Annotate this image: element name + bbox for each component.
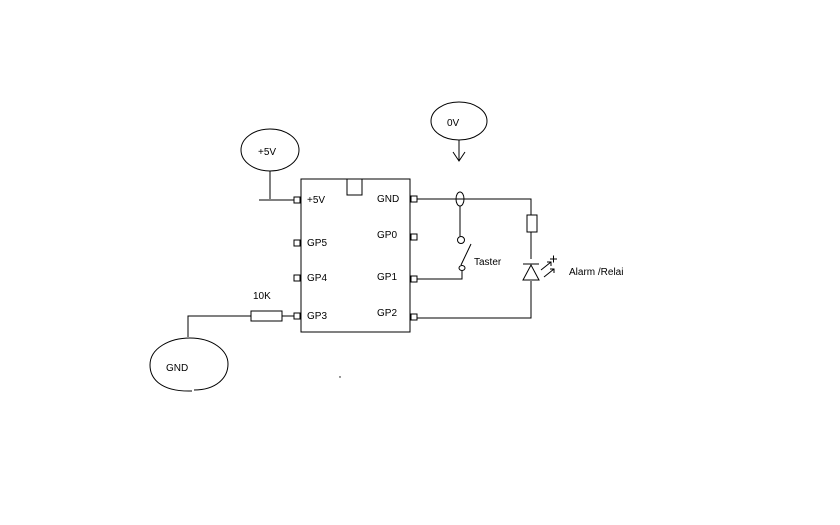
gnd-node: GND xyxy=(149,337,229,392)
pulldown-resistor xyxy=(250,310,283,322)
switch-label: Taster xyxy=(474,257,502,268)
pin-label-gp3: GP3 xyxy=(307,311,327,322)
pin-label-gnd: GND xyxy=(377,194,399,205)
stray-dot xyxy=(339,376,341,378)
zero-v-node: 0V xyxy=(430,101,488,141)
zero-v-arrow xyxy=(452,140,466,162)
pin-label-gp4: GP4 xyxy=(307,273,327,284)
chip-notch xyxy=(346,178,363,196)
switch-lever xyxy=(460,243,472,266)
pin-gp5 xyxy=(293,239,301,247)
plus-5v-wire xyxy=(259,171,296,201)
pin-plus-5v xyxy=(293,196,301,204)
plus-5v-label: +5V xyxy=(258,147,276,158)
pin-gp2 xyxy=(410,313,418,321)
pin-gp0 xyxy=(410,233,418,241)
pin-label-plus-5v: +5V xyxy=(307,195,325,206)
output-label: Alarm /Relai xyxy=(569,267,623,278)
gnd-label: GND xyxy=(166,363,188,374)
pin-gp3 xyxy=(293,312,301,320)
pin-label-gp0: GP0 xyxy=(377,230,397,241)
pin-label-gp2: GP2 xyxy=(377,308,397,319)
switch-to-gp1-wire xyxy=(417,271,463,280)
gnd-rail-wire xyxy=(417,198,532,215)
resistor-to-gnd-wire xyxy=(187,315,251,337)
pin-gnd xyxy=(410,195,418,203)
led-icon xyxy=(417,255,557,319)
resistor-value-label: 10K xyxy=(253,291,271,302)
branch-resistor xyxy=(526,214,538,233)
pin-gp1 xyxy=(410,275,418,283)
switch-contact-top xyxy=(457,236,465,244)
zero-v-label: 0V xyxy=(447,118,460,129)
pin-gp4 xyxy=(293,274,301,282)
pin-label-gp5: GP5 xyxy=(307,238,327,249)
pin-label-gp1: GP1 xyxy=(377,272,397,283)
plus-5v-node: +5V xyxy=(240,128,300,172)
switch-contact-bottom xyxy=(458,265,466,271)
